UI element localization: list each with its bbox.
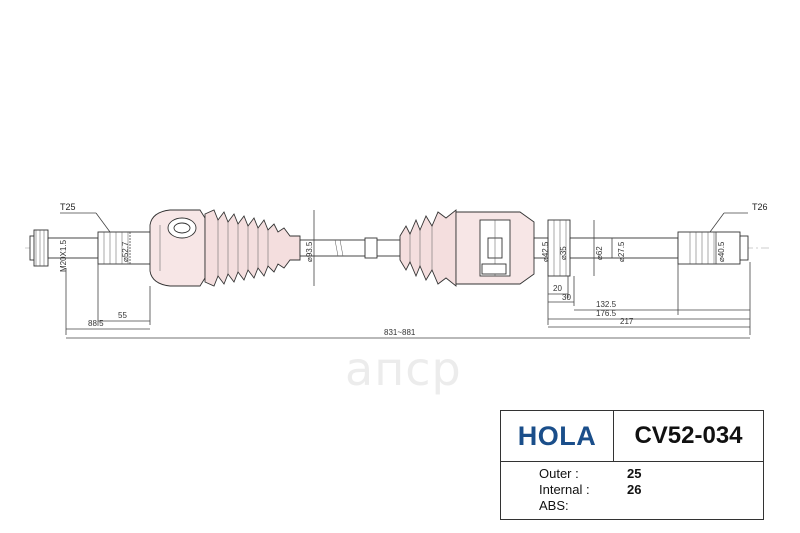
brand-logo: HOLA	[501, 411, 614, 461]
inner-spline	[677, 231, 749, 265]
inner-boot	[399, 209, 457, 287]
label-len-1325: 132.5	[596, 300, 617, 309]
outer-label: Outer :	[539, 466, 579, 481]
label-t26: T26	[752, 202, 768, 212]
dimensions-left: 55 88.5 831~881	[66, 311, 750, 339]
label-dia-275: ⌀27.5	[617, 241, 626, 262]
label-len-20: 20	[553, 284, 562, 293]
outer-cv-joint	[149, 209, 206, 287]
label-dia-527: ⌀52.7	[121, 241, 130, 262]
label-len-1765: 176.5	[596, 309, 617, 318]
spline-labels: T25 T26	[60, 202, 768, 233]
label-dia-62: ⌀62	[595, 246, 604, 260]
dimensions-right: 20 30 132.5 176.5 217	[548, 284, 750, 328]
outer-boot	[204, 209, 301, 287]
label-len-30: 30	[562, 293, 571, 302]
label-len-217: 217	[620, 317, 634, 326]
spec-row-abs: ABS:	[539, 498, 763, 514]
outer-value: 25	[627, 466, 642, 481]
main-shaft	[299, 237, 411, 259]
internal-value: 26	[627, 482, 642, 497]
spec-row-internal: Internal : 26	[539, 482, 763, 498]
info-header: HOLA CV52-034	[501, 411, 763, 462]
label-dia-935: ⌀93.5	[305, 241, 314, 262]
label-t25: T25	[60, 202, 76, 212]
extension-lines	[65, 262, 751, 335]
info-box: HOLA CV52-034 Outer : 25 Internal : 26 A…	[500, 410, 764, 520]
spec-rows: Outer : 25 Internal : 26 ABS:	[501, 462, 763, 514]
label-dia-405: ⌀40.5	[717, 241, 726, 262]
label-len-55: 55	[118, 311, 127, 320]
diameter-labels: M20X1.5 ⌀52.7 ⌀93.5 ⌀42.5 ⌀35 ⌀62 ⌀27.5 …	[59, 210, 726, 286]
label-thread: M20X1.5	[59, 239, 68, 272]
outer-spline	[97, 231, 155, 265]
outer-thread-stub	[29, 229, 99, 267]
watermark-text: апср	[345, 342, 462, 396]
label-len-885: 88.5	[88, 319, 104, 328]
internal-label: Internal :	[539, 482, 590, 497]
spec-row-outer: Outer : 25	[539, 466, 763, 482]
label-dia-425: ⌀42.5	[541, 241, 550, 262]
part-number: CV52-034	[634, 422, 743, 449]
inner-cv-joint	[455, 211, 535, 285]
label-dia-35: ⌀35	[559, 246, 568, 260]
abs-label: ABS:	[539, 498, 569, 513]
label-len-total: 831~881	[384, 328, 416, 337]
